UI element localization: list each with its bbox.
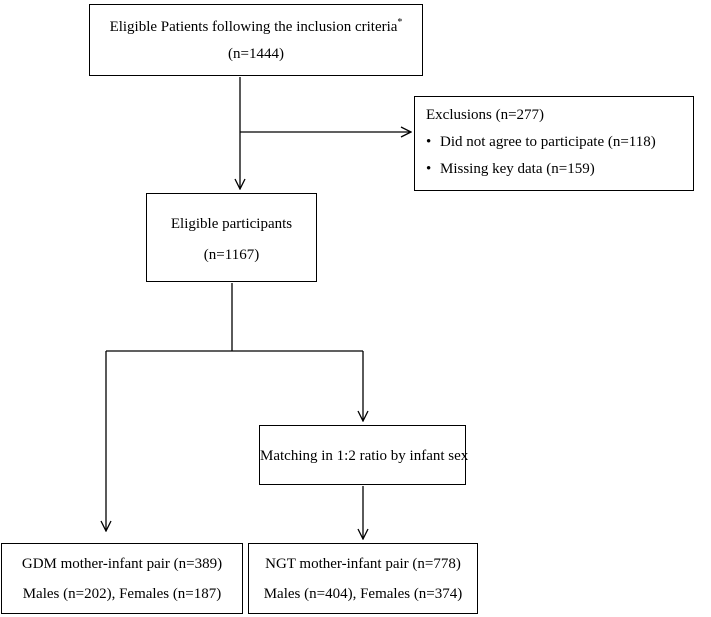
gdm-sex-breakdown: Males (n=202), Females (n=187) (22, 586, 222, 602)
eligible-patients-box: Eligible Patients following the inclusio… (89, 4, 423, 76)
gdm-group-label: GDM mother-infant pair (n=389) (21, 556, 223, 572)
ngt-box: NGT mother-infant pair (n=778) Males (n=… (248, 543, 478, 614)
matching-box: Matching in 1:2 ratio by infant sex (259, 425, 469, 485)
exclusion-item-label: Did not agree to participate (n=118) (440, 134, 656, 150)
matching-label: Matching in 1:2 ratio by infant sex (260, 448, 469, 464)
exclusion-item: • Missing key data (n=159) (426, 158, 693, 180)
exclusion-item-label: Missing key data (n=159) (440, 161, 595, 177)
eligible-patients-label: Eligible Patients following the inclusio… (109, 19, 398, 35)
gdm-box: GDM mother-infant pair (n=389) Males (n=… (1, 543, 243, 614)
exclusions-title: Exclusions (n=277) (426, 107, 545, 123)
eligible-participants-label: Eligible participants (170, 216, 293, 232)
bullet-icon: • (426, 134, 432, 150)
eligible-patients-count: (n=1444) (228, 46, 284, 62)
bullet-icon: • (426, 161, 432, 177)
ngt-sex-breakdown: Males (n=404), Females (n=374) (263, 586, 463, 602)
ngt-group-label: NGT mother-infant pair (n=778) (265, 556, 461, 572)
footnote-mark: * (397, 17, 403, 28)
exclusion-item: • Did not agree to participate (n=118) (426, 131, 693, 153)
eligible-participants-box: Eligible participants (n=1167) (146, 193, 317, 282)
exclusions-list: • Did not agree to participate (n=118) • M… (426, 131, 693, 180)
exclusions-box: Exclusions (n=277) • Did not agree to par… (414, 96, 694, 191)
eligible-participants-count: (n=1167) (203, 247, 260, 263)
